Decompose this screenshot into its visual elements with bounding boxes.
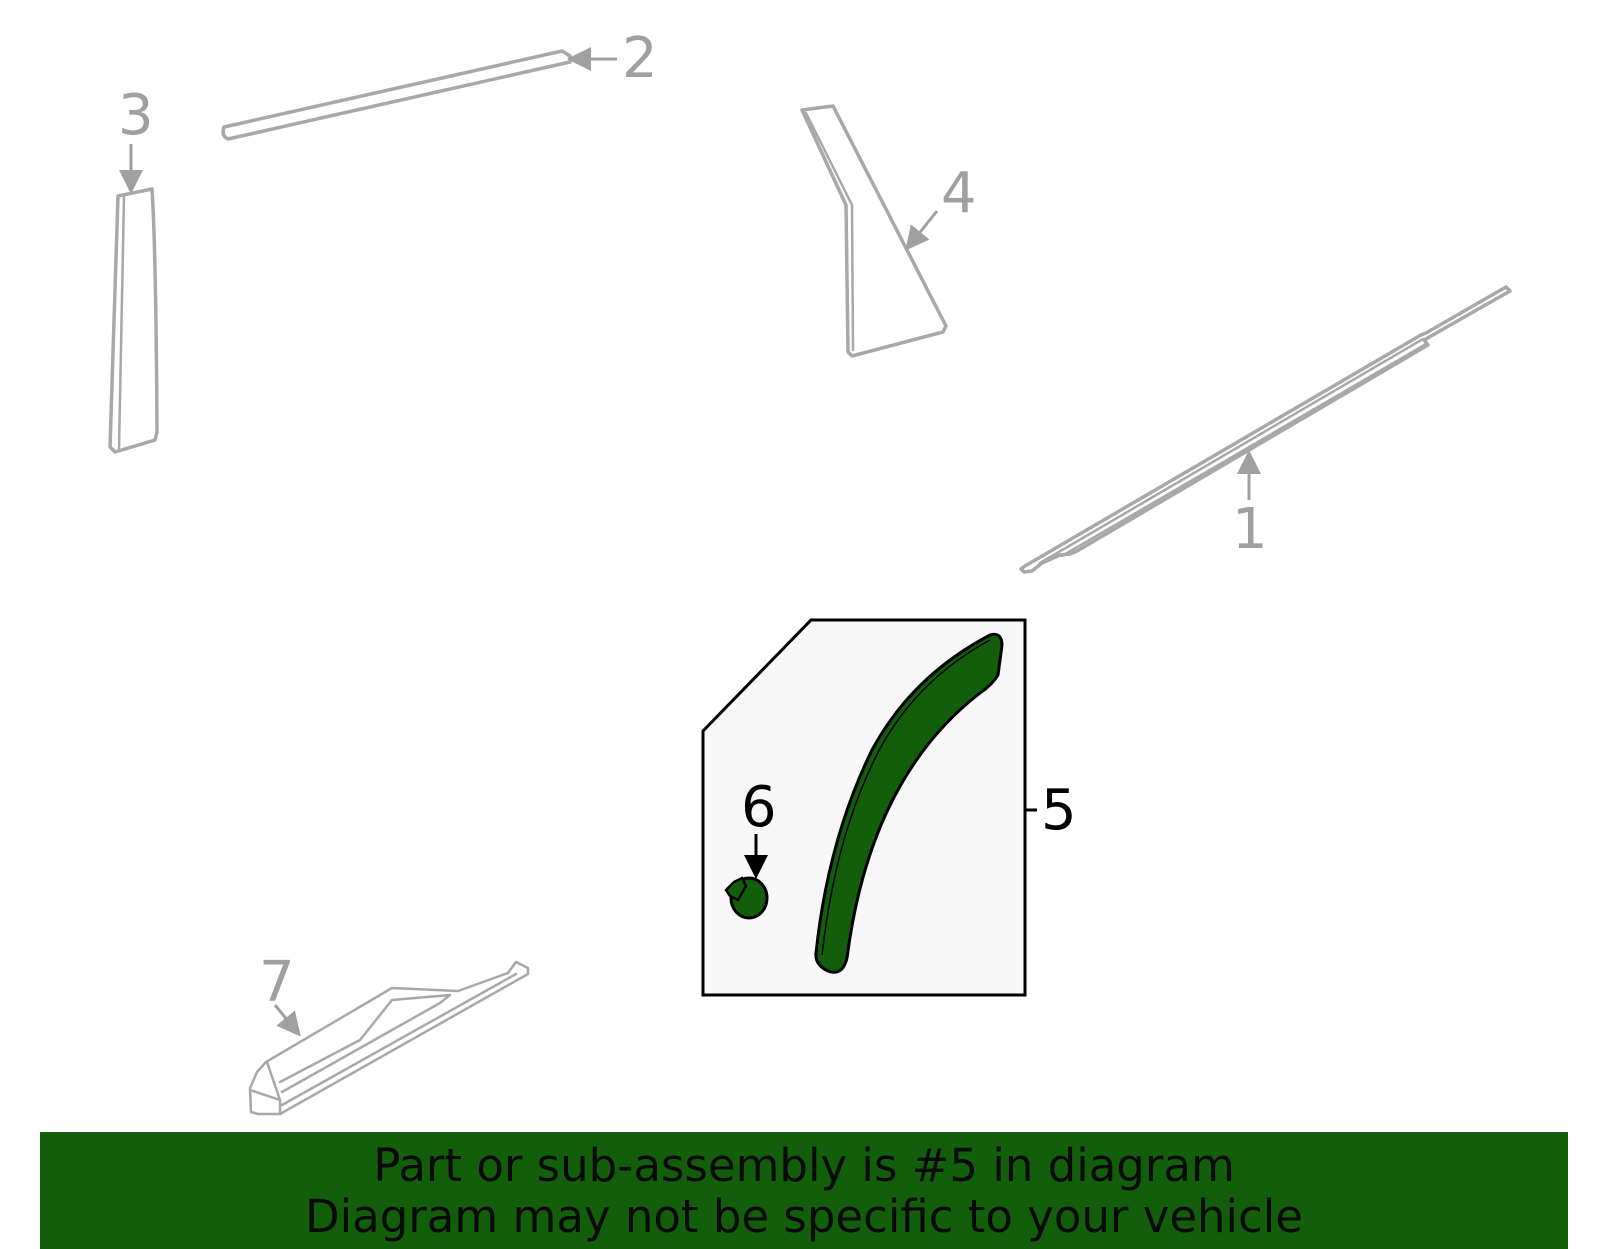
part-3-pillar-trim xyxy=(108,187,159,454)
callout-1: 1 xyxy=(1232,497,1268,562)
part-2-roof-strip xyxy=(221,49,572,141)
callout-5: 5 xyxy=(1041,778,1077,843)
callout-6: 6 xyxy=(741,775,777,840)
info-banner: Part or sub-assembly is #5 in diagram Di… xyxy=(40,1132,1568,1249)
callout-7-leader xyxy=(273,1004,301,1037)
callout-7: 7 xyxy=(259,950,295,1015)
banner-line-disclaimer: Diagram may not be specific to your vehi… xyxy=(305,1189,1303,1243)
part-4-applique xyxy=(800,104,948,358)
callout-4: 4 xyxy=(941,161,977,226)
part-5-wheel-arch-molding xyxy=(814,633,1004,974)
callout-2: 2 xyxy=(622,26,658,91)
callout-3: 3 xyxy=(118,83,154,148)
banner-line-part-number: Part or sub-assembly is #5 in diagram xyxy=(373,1138,1235,1192)
callout-4-leader xyxy=(905,210,939,251)
part-7-sill-molding xyxy=(248,960,530,1116)
